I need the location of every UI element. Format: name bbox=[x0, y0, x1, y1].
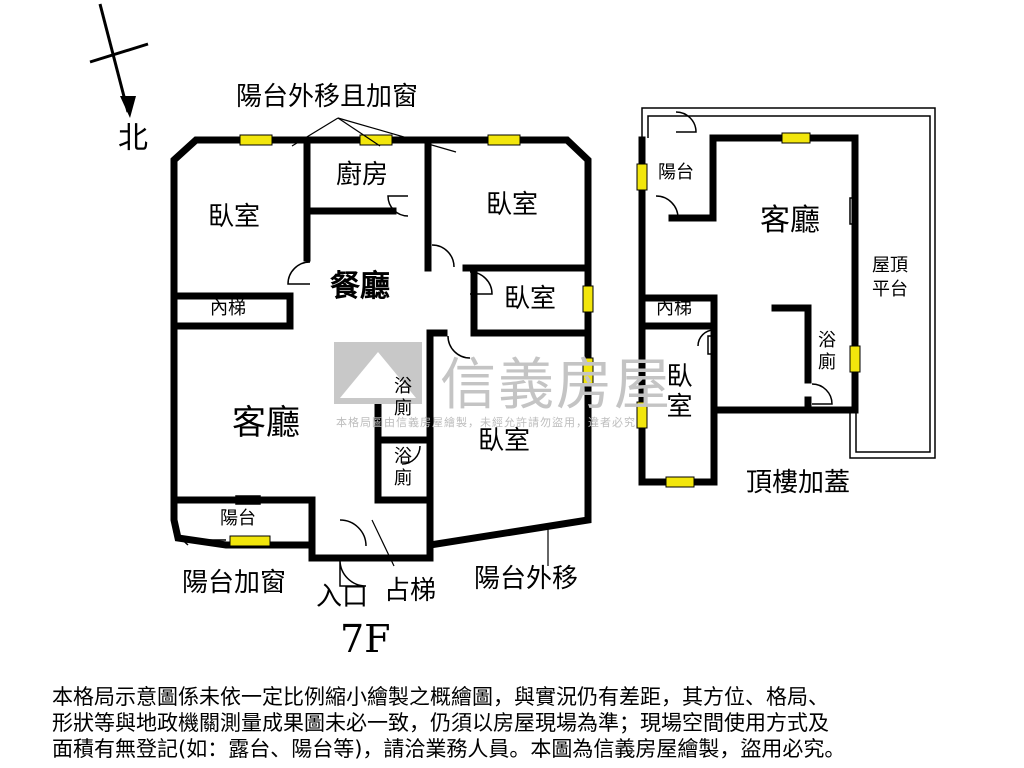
room-bedroom-nw: 臥室 bbox=[208, 202, 261, 232]
windows-7f bbox=[229, 134, 594, 547]
roof-inner-stairs: 內梯 bbox=[656, 298, 692, 319]
roof-living: 客廳 bbox=[760, 203, 820, 238]
doors-roof bbox=[655, 111, 833, 405]
annotation-balcony-moved-out: 陽台外移 bbox=[474, 564, 579, 594]
annotation-rooftop-addition: 頂樓加蓋 bbox=[746, 468, 851, 498]
watermark-notice: 本格局圖由信義房屋繪製，未經允許請勿盜用，違者必究 bbox=[336, 416, 636, 429]
roof-bedroom: 臥室 bbox=[662, 362, 692, 422]
watermark-logo-icon bbox=[334, 342, 422, 404]
room-dining: 餐廳 bbox=[330, 269, 390, 304]
roof-terrace: 屋頂平台 bbox=[872, 255, 908, 300]
floor-plan bbox=[89, 3, 936, 587]
floor-label: 7F bbox=[340, 617, 391, 661]
disclaimer-line-3: 面積有無登記(如：露台、陽台等)，請洽業務人員。本圖為信義房屋繪製，盜用必究。 bbox=[52, 737, 846, 761]
roof-bath: 浴廁 bbox=[815, 330, 836, 374]
north-arrow-icon bbox=[89, 3, 149, 118]
room-bedroom-ne: 臥室 bbox=[486, 190, 539, 220]
room-living: 客廳 bbox=[232, 403, 300, 443]
room-balcony-7f: 陽台 bbox=[220, 508, 256, 529]
room-bedroom-e: 臥室 bbox=[504, 284, 557, 314]
annotation-balcony-move-window: 陽台外移且加窗 bbox=[236, 82, 419, 112]
watermark-brand: 信義房屋 bbox=[440, 353, 672, 418]
annotation-balcony-add-window: 陽台加窗 bbox=[182, 568, 287, 598]
annotation-entrance: 入口 bbox=[316, 582, 369, 612]
room-kitchen: 廚房 bbox=[336, 160, 389, 190]
disclaimer: 本格局示意圖係未依一定比例縮小繪製之概繪圖，與實況仍有差距，其方位、格局、 形狀… bbox=[52, 684, 1012, 762]
room-bath-2: 浴廁 bbox=[391, 446, 412, 490]
windows-roof bbox=[636, 132, 861, 488]
room-bedroom-se: 臥室 bbox=[478, 426, 531, 456]
walls-7f bbox=[170, 136, 592, 562]
north-label: 北 bbox=[118, 121, 148, 156]
room-inner-stairs: 內梯 bbox=[210, 298, 246, 319]
room-bath-1: 浴廁 bbox=[391, 376, 412, 420]
disclaimer-line-1: 本格局示意圖係未依一定比例縮小繪製之概繪圖，與實況仍有差距，其方位、格局、 bbox=[52, 685, 829, 709]
disclaimer-line-2: 形狀等與地政機關測量成果圖未必一致，仍須以房屋現場為準；現場空間使用方式及 bbox=[52, 711, 829, 735]
roof-balcony: 陽台 bbox=[658, 162, 694, 183]
annotation-occupy-stairs: 占梯 bbox=[384, 576, 437, 606]
